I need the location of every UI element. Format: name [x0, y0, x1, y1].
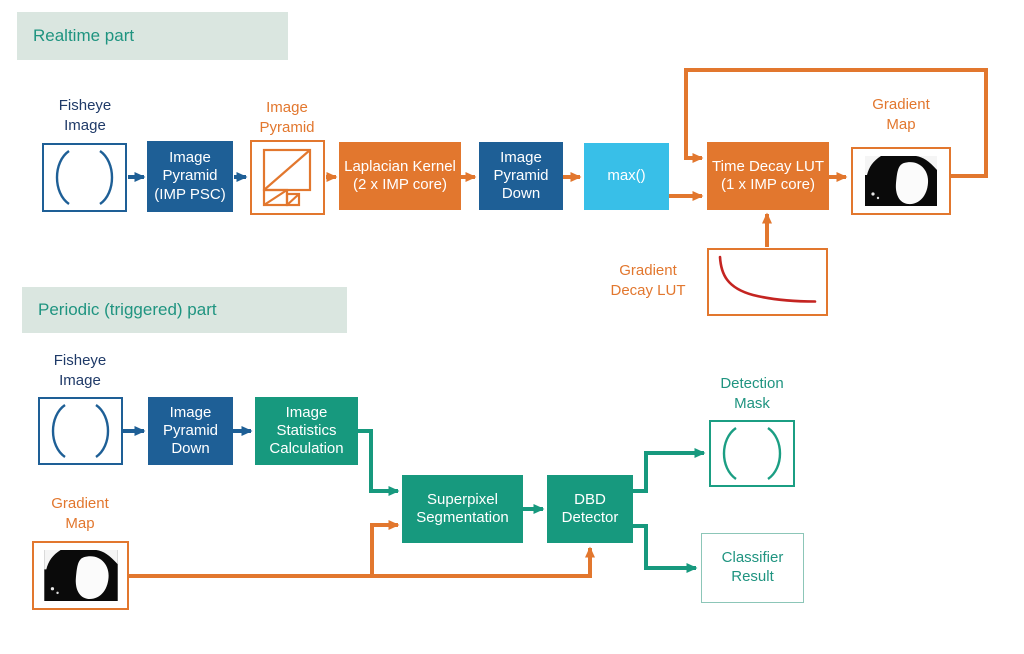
node-classifier-result: Classifier Result	[701, 533, 804, 603]
node-laplacian-kernel: Laplacian Kernel (2 x IMP core)	[339, 142, 461, 210]
node-image-pyramid-down-periodic: Image Pyramid Down	[148, 397, 233, 465]
fisheye-image-box-periodic	[38, 397, 123, 465]
label-image-pyramid: Image Pyramid	[259, 99, 315, 136]
fisheye-lens-icon	[55, 150, 114, 205]
node-image-pyramid-down-realtime: Image Pyramid Down	[479, 142, 563, 210]
image-pyramid-icon-box	[250, 140, 325, 215]
label-gradient-map-realtime: Gradient Map	[872, 96, 930, 133]
label-fisheye-image-realtime: Fisheye Image	[58, 97, 112, 134]
section-header-periodic-label: Periodic (triggered) part	[38, 300, 217, 319]
detection-mask-icon	[722, 427, 782, 480]
node-dbd-detector: DBD Detector	[547, 475, 633, 543]
fisheye-lens-icon	[51, 404, 110, 458]
connector-dbd-to-classifier-result	[633, 524, 698, 573]
gradient-map-thumbnail	[865, 156, 937, 206]
label-detection-mask: Detection Mask	[720, 375, 784, 412]
connector-gradient-map-to-superpixel	[370, 520, 400, 576]
section-header-periodic: Periodic (triggered) part	[22, 287, 347, 333]
node-superpixel-segmentation: Superpixel Segmentation	[402, 475, 523, 543]
connector-dbd-to-detection-mask	[633, 448, 706, 493]
pyramid-icon	[262, 148, 312, 207]
node-max: max()	[584, 143, 669, 210]
node-time-decay-lut: Time Decay LUT (1 x IMP core)	[707, 142, 829, 210]
label-fisheye-image-periodic: Fisheye Image	[53, 352, 107, 389]
connector-gradient-map-to-dbd	[129, 546, 595, 578]
detection-mask-box	[709, 420, 795, 487]
label-gradient-decay-lut: Gradient Decay LUT	[610, 262, 686, 299]
node-image-pyramid-psc: Image Pyramid (IMP PSC)	[147, 141, 233, 212]
section-header-realtime-label: Realtime part	[33, 26, 135, 45]
decay-curve-icon	[718, 255, 817, 303]
gradient-map-box-realtime	[851, 147, 951, 215]
section-header-realtime: Realtime part	[17, 12, 288, 60]
classifier-result-label: Classifier Result	[721, 549, 784, 585]
label-gradient-map-periodic: Gradient Map	[51, 495, 109, 532]
node-image-statistics: Image Statistics Calculation	[255, 397, 358, 465]
connector-statistics-to-superpixel	[358, 429, 400, 496]
gradient-decay-lut-box	[707, 248, 828, 316]
fisheye-image-box-realtime	[42, 143, 127, 212]
gradient-map-box-periodic	[32, 541, 129, 610]
gradient-map-thumbnail	[43, 550, 118, 601]
